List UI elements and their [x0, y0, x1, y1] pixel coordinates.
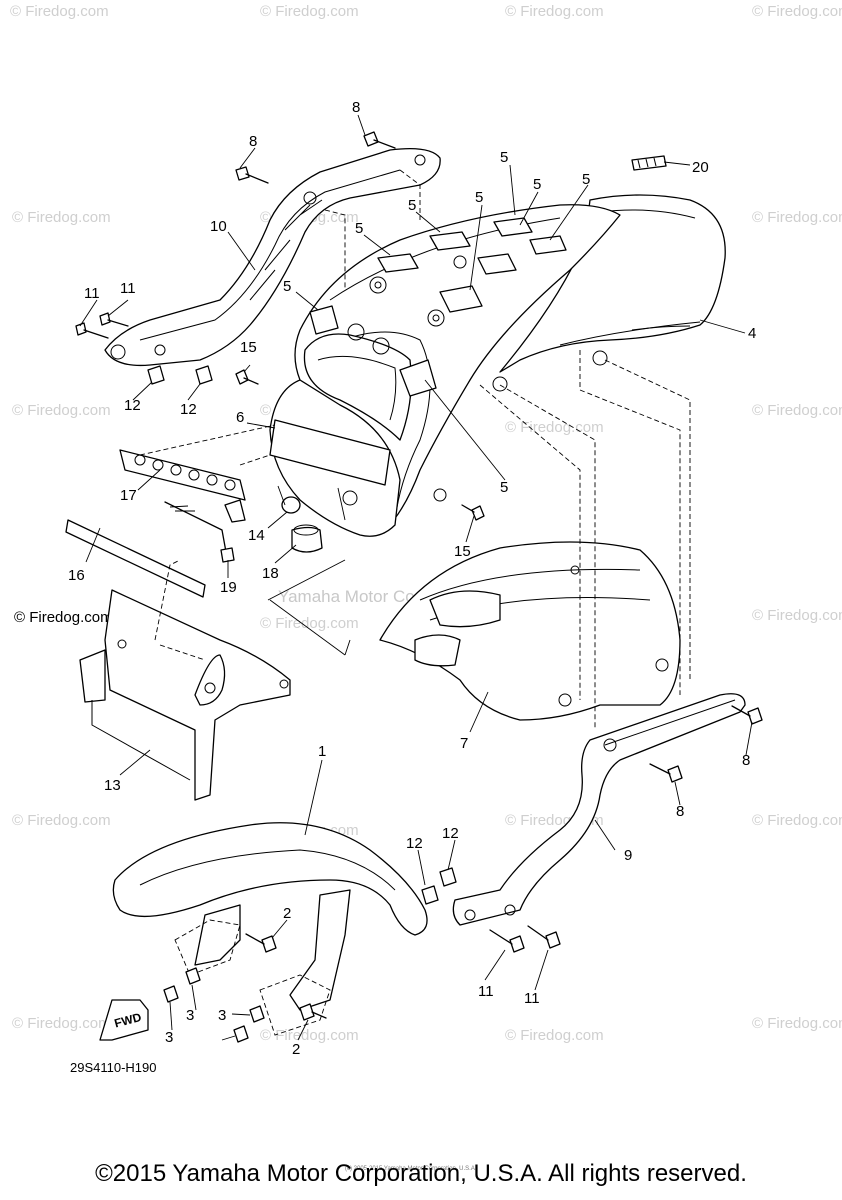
callout-11: 11	[84, 285, 100, 302]
watermark: © Firedog.com	[752, 3, 842, 20]
callout-13: 13	[104, 777, 121, 794]
callout-4: 4	[748, 325, 756, 342]
callout-7: 7	[460, 735, 468, 752]
harness-part-19	[164, 501, 235, 563]
assembly-lines	[139, 169, 691, 730]
callout-5: 5	[408, 197, 416, 214]
callout-3: 3	[165, 1029, 173, 1046]
callout-9: 9	[624, 847, 632, 864]
watermark: © Firedog.com	[12, 209, 111, 226]
callout-11: 11	[478, 983, 494, 1000]
panel-part-6	[269, 419, 391, 486]
fwd-label: FWD	[113, 1010, 143, 1031]
watermark: © Firedog.com	[752, 209, 842, 226]
watermark: © Firedog.com	[10, 3, 109, 20]
callout-10: 10	[210, 218, 227, 235]
rear-frame-part-9	[421, 693, 763, 953]
watermark: © Firedog.com	[12, 812, 111, 829]
callout-5: 5	[500, 149, 508, 166]
bracket-part-17	[119, 449, 246, 523]
copyright-footer: ©2015 Yamaha Motor Corporation, U.S.A. A…	[95, 1160, 747, 1187]
callout-2: 2	[283, 905, 291, 922]
callout-3: 3	[186, 1007, 194, 1024]
bracket-part-13	[79, 589, 291, 801]
firedog-label: © Firedog.com	[14, 609, 113, 626]
callout-3: 3	[218, 1007, 226, 1024]
callout-8: 8	[249, 133, 257, 150]
fasteners	[75, 131, 667, 521]
callout-15: 15	[454, 543, 471, 560]
callout-12: 12	[180, 401, 197, 418]
watermark: © Firedog.com	[752, 607, 842, 624]
watermark: © Firedog.com	[505, 3, 604, 20]
inner-fender-part-7	[379, 541, 681, 721]
strip-part-16	[65, 519, 206, 598]
watermark: © Firedog.com	[260, 615, 359, 632]
callout-8: 8	[352, 99, 360, 116]
callout-5: 5	[283, 278, 291, 295]
rear-cowl	[269, 204, 621, 537]
watermark: © Firedog.com	[752, 1015, 842, 1032]
fwd-arrow-icon: FWD	[99, 999, 149, 1041]
callout-5: 5	[582, 171, 590, 188]
watermark: © Firedog.com	[12, 1015, 111, 1032]
callout-12: 12	[124, 397, 141, 414]
callout-16: 16	[68, 567, 85, 584]
callout-6: 6	[236, 409, 244, 426]
callout-17: 17	[120, 487, 137, 504]
watermark: © Firedog.com	[505, 419, 604, 436]
callout-12: 12	[442, 825, 459, 842]
callout-5: 5	[355, 220, 363, 237]
callout-8: 8	[676, 803, 684, 820]
front-fender-part-1	[112, 822, 428, 1043]
callout-11: 11	[524, 990, 540, 1007]
callout-20: 20	[692, 159, 709, 176]
callout-8: 8	[742, 752, 750, 769]
watermark: © Firedog.com	[260, 3, 359, 20]
watermark: © Firedog.com	[260, 1027, 359, 1044]
callout-15: 15	[240, 339, 257, 356]
callout-5: 5	[533, 176, 541, 193]
rear-grip-part-10	[104, 147, 441, 367]
callout-19: 19	[220, 579, 237, 596]
callouts: 8 8 5 20 5 5 5 5 5 10 5 11 11 4 15 12 12…	[68, 99, 756, 1058]
callout-18: 18	[262, 565, 279, 582]
callout-14: 14	[248, 527, 265, 544]
tiny-caption: (c) 2005-2015 Yamaha Motor Corporation, …	[345, 1166, 477, 1172]
watermark: © Firedog.com	[12, 402, 111, 419]
callout-5: 5	[500, 479, 508, 496]
watermark: © Firedog.com	[752, 812, 842, 829]
leader-lines	[79, 114, 753, 1041]
callout-11: 11	[120, 280, 136, 297]
callout-5: 5	[475, 189, 483, 206]
diagram-code: 29S4110-H190	[70, 1060, 157, 1075]
callout-1: 1	[318, 743, 326, 760]
watermark: © Firedog.com	[505, 1027, 604, 1044]
watermark: © Firedog.com	[752, 402, 842, 419]
rubber-parts	[281, 496, 323, 553]
callout-12: 12	[406, 835, 423, 852]
callout-2: 2	[292, 1041, 300, 1058]
